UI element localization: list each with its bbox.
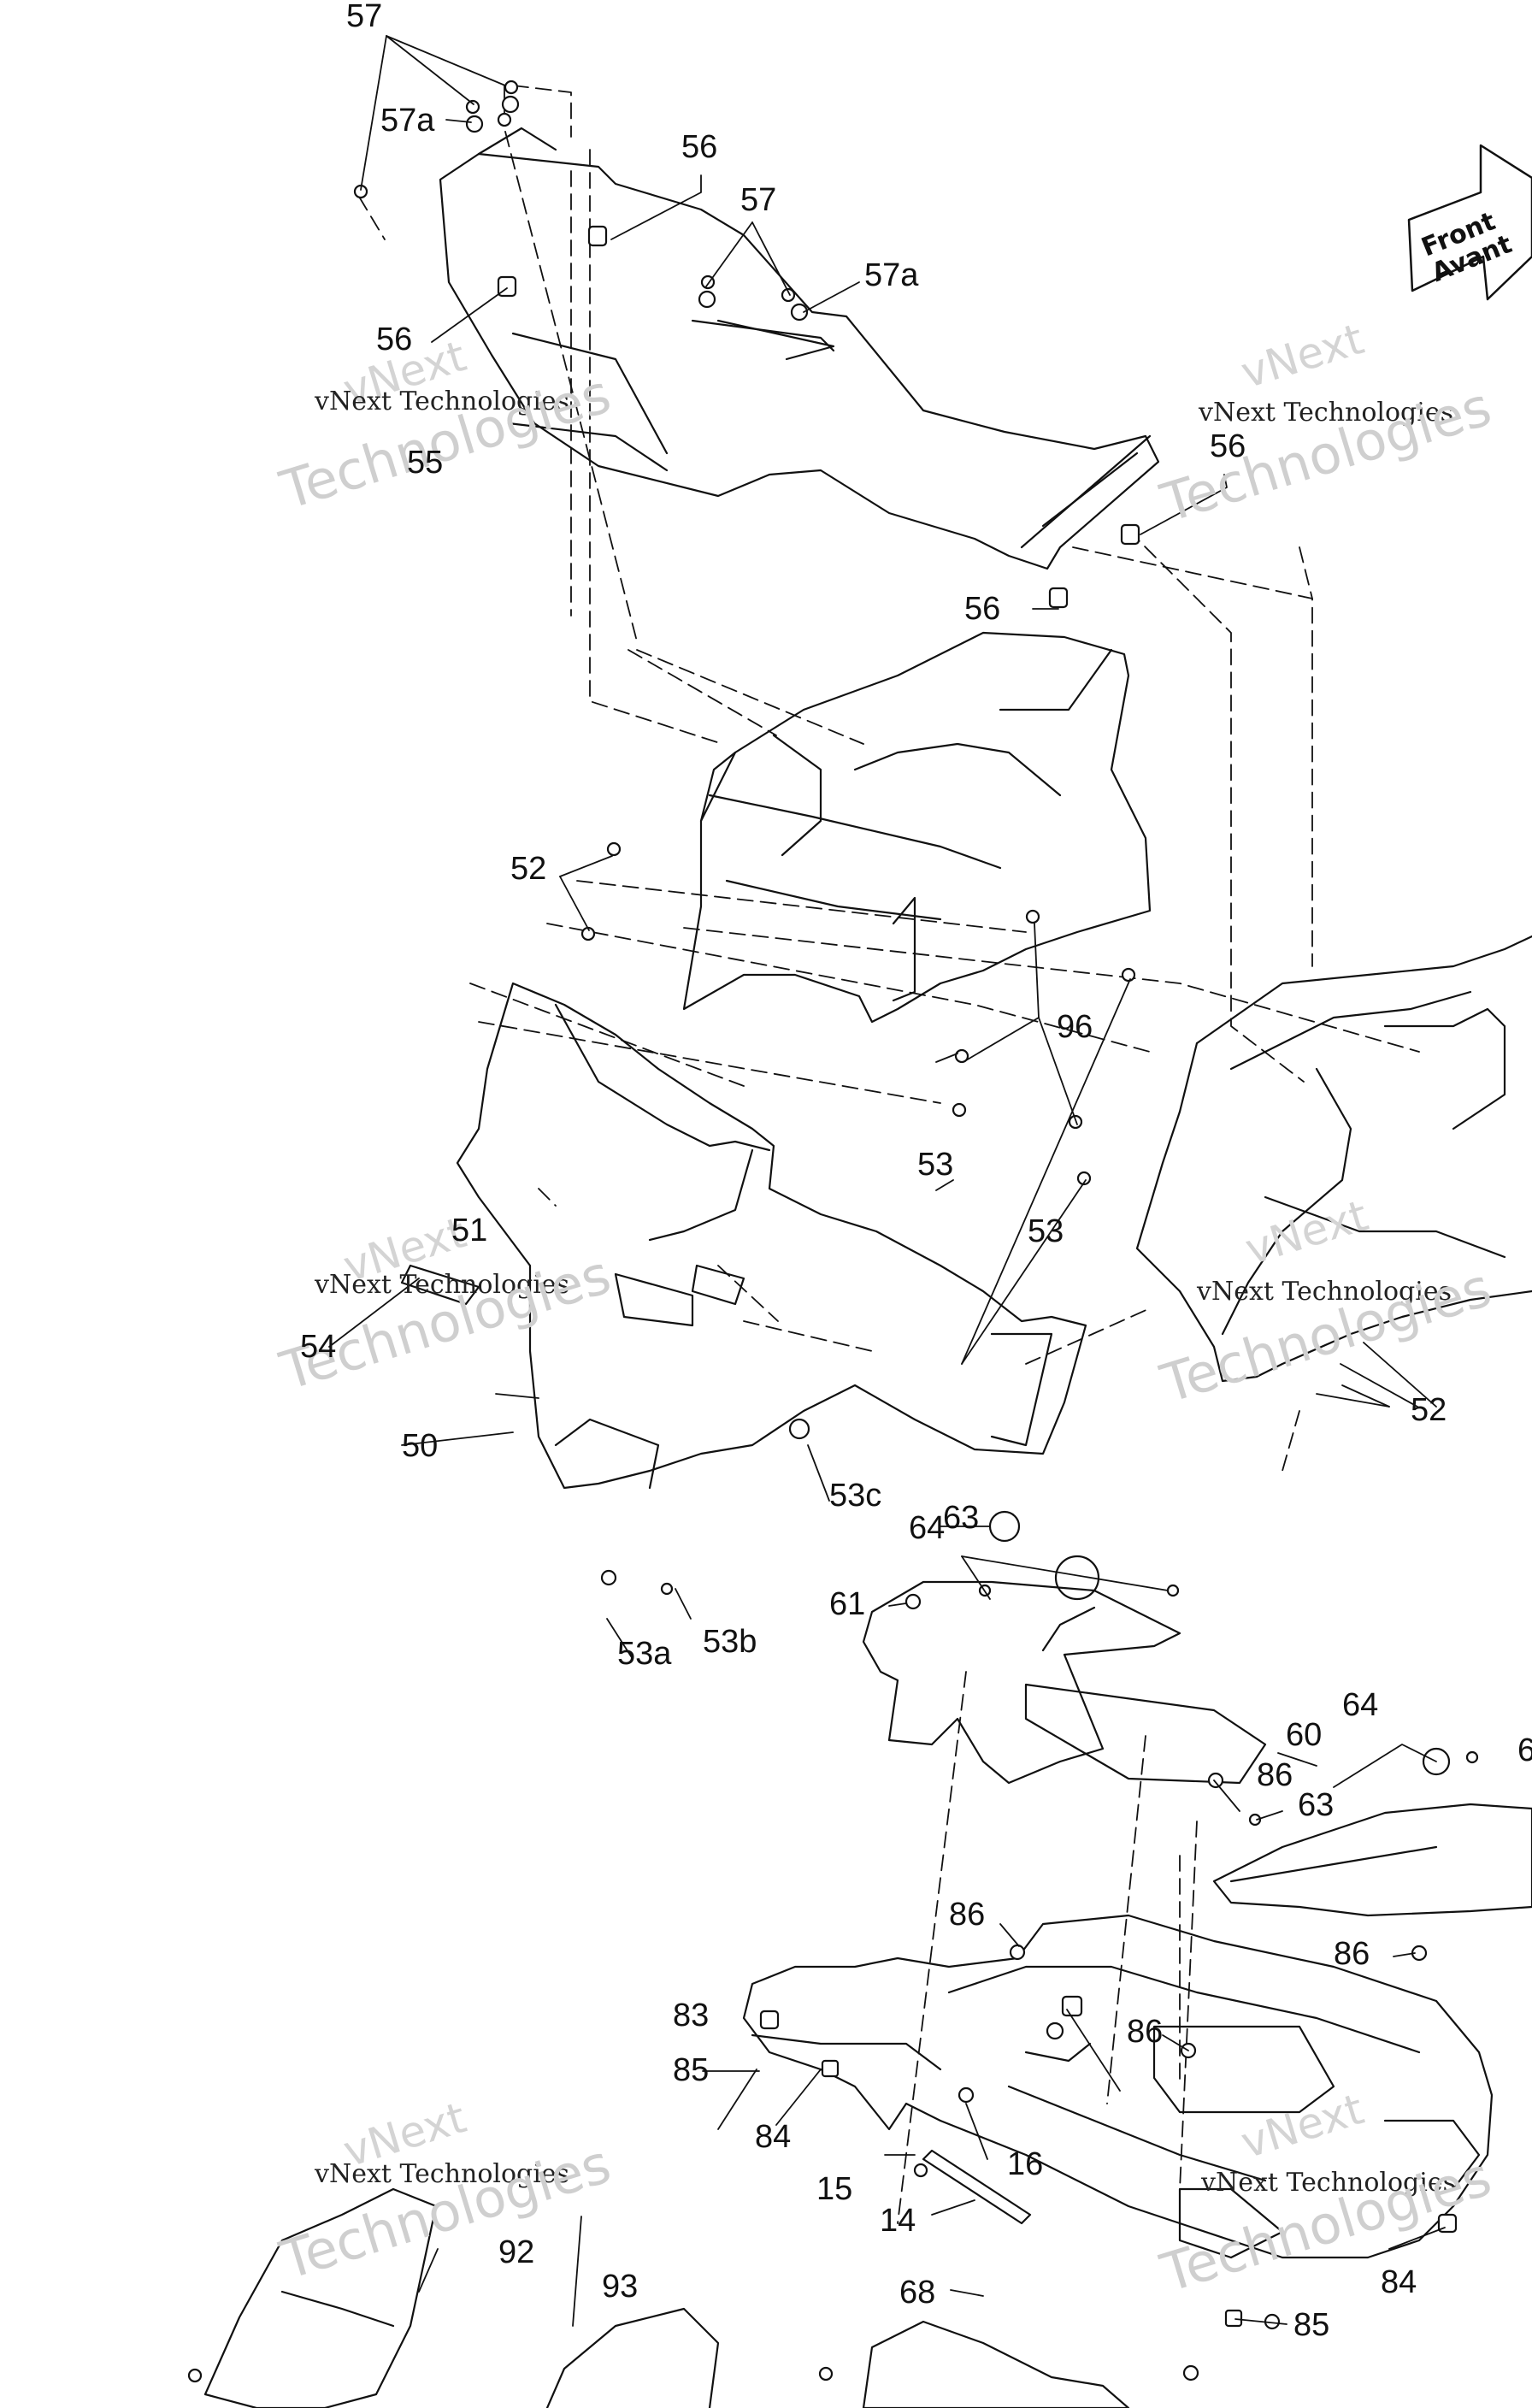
- callout-53: 53: [917, 1147, 954, 1183]
- callout-52: 52: [1411, 1392, 1447, 1428]
- tray-hole: [1054, 1555, 1100, 1601]
- leader-lines: [328, 35, 1446, 2327]
- callout-15: 15: [816, 2171, 853, 2207]
- callout-56: 56: [964, 591, 1001, 627]
- callout-68: 68: [899, 2275, 936, 2311]
- watermark-brand: vNext Technologies: [315, 387, 570, 416]
- callout-56: 56: [681, 129, 718, 165]
- callout-56: 56: [376, 322, 413, 357]
- callout-83: 83: [673, 1998, 710, 2033]
- tray-60: [862, 1555, 1267, 1785]
- callout-53a: 53a: [617, 1636, 672, 1672]
- callout-50: 50: [402, 1428, 439, 1464]
- callout-85: 85: [1293, 2307, 1330, 2343]
- callout-16: 16: [1007, 2146, 1044, 2182]
- callout-57a: 57a: [380, 103, 435, 139]
- watermark-brand: vNext Technologies: [1197, 1277, 1452, 1307]
- callout-57: 57: [346, 0, 383, 34]
- callout-86: 86: [949, 1897, 986, 1933]
- frame-panel-96: [682, 631, 1152, 1024]
- callout-85: 85: [673, 2052, 710, 2088]
- callout-53b: 53b: [703, 1624, 757, 1660]
- callout-53: 53: [1028, 1213, 1064, 1249]
- lower-panel-92: [203, 2187, 438, 2408]
- frame-68: [862, 2320, 1130, 2408]
- callout-57: 57: [740, 182, 777, 218]
- callout-61: 61: [829, 1586, 866, 1622]
- callout-86: 86: [1334, 1936, 1370, 1972]
- callout-55: 55: [407, 445, 444, 481]
- callout-56: 56: [1210, 428, 1246, 464]
- watermark-brand: vNext Technologies: [1199, 398, 1454, 428]
- cover-panel-55: [439, 127, 1160, 570]
- callout-64: 64: [1342, 1687, 1379, 1723]
- callout-92: 92: [498, 2234, 535, 2270]
- callout-93: 93: [602, 2269, 639, 2305]
- side-cover-63: [1212, 1803, 1532, 1917]
- callout-63: 63: [943, 1500, 980, 1536]
- callout-6: 6: [1517, 1732, 1532, 1768]
- callout-57a: 57a: [864, 257, 919, 293]
- callout-86: 86: [1257, 1757, 1293, 1793]
- callout-52: 52: [510, 851, 547, 887]
- callout-63: 63: [1298, 1787, 1335, 1823]
- callout-60: 60: [1286, 1717, 1323, 1753]
- callout-96: 96: [1057, 1009, 1093, 1045]
- callout-86: 86: [1127, 2014, 1164, 2050]
- callout-14: 14: [880, 2203, 916, 2239]
- callout-54: 54: [300, 1329, 337, 1365]
- watermark-brand: vNext Technologies: [1201, 2168, 1457, 2198]
- frame-rear: [1135, 935, 1532, 1383]
- watermark-brand: vNext Technologies: [315, 1270, 570, 1300]
- clip-54: [400, 1264, 480, 1306]
- front-arrow-icon: Front Avant: [1407, 144, 1532, 301]
- callout-51: 51: [451, 1213, 488, 1248]
- callout-53c: 53c: [829, 1478, 882, 1514]
- rod-14: [922, 2149, 1032, 2225]
- callout-84: 84: [1381, 2264, 1417, 2300]
- side-panel-50: [400, 982, 1087, 1490]
- lower-panel-93: [545, 2307, 720, 2408]
- callout-84: 84: [755, 2119, 792, 2155]
- underframe-83: [742, 1914, 1494, 2259]
- callout-64: 64: [909, 1510, 946, 1546]
- watermark-brand: vNext Technologies: [315, 2159, 570, 2189]
